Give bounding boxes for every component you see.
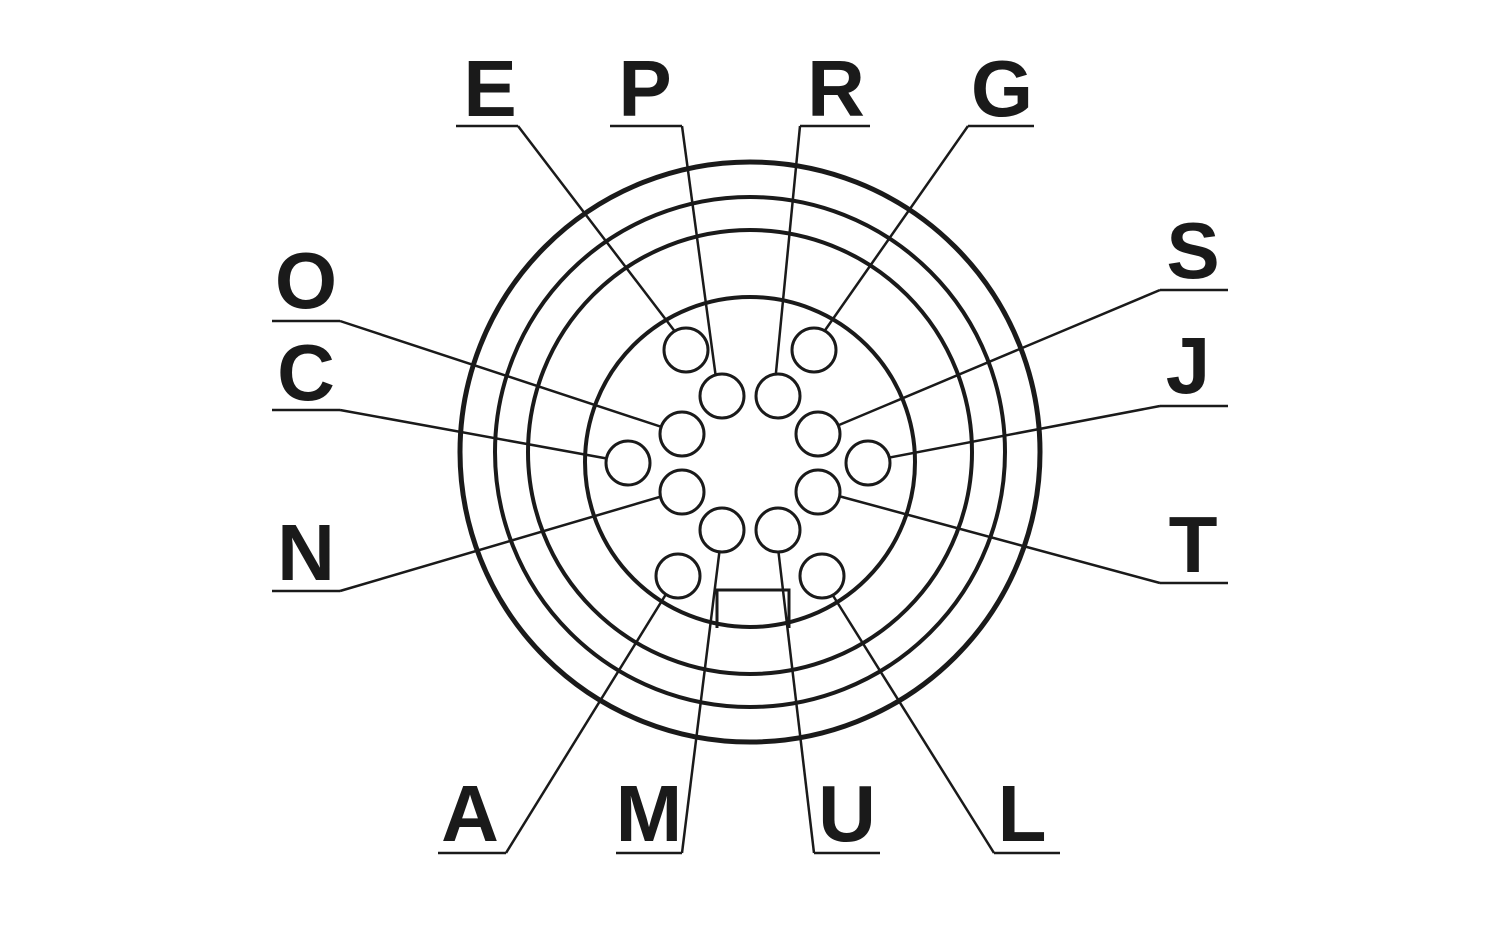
pin-label-r: R (807, 44, 865, 133)
pin-socket-g (790, 326, 838, 374)
pin-socket-p (698, 372, 746, 420)
leader-line-t (819, 489, 1161, 585)
pin-socket-l (798, 552, 846, 600)
leader-line-u (774, 530, 816, 854)
pin-socket-m (698, 506, 746, 554)
pin-label-j: J (1166, 321, 1211, 410)
pin-label-o: O (275, 236, 337, 325)
leader-line-p (680, 125, 720, 394)
keying-notch (715, 588, 791, 628)
pin-socket-a (654, 552, 702, 600)
inner-ring (583, 295, 917, 629)
pin-socket-e (662, 326, 710, 374)
leader-line-n (339, 489, 681, 593)
leader-line-g (812, 125, 970, 347)
third-ring (526, 228, 974, 676)
second-ring (493, 195, 1007, 709)
pin-label-c: C (277, 328, 335, 417)
pin-label-s: S (1166, 206, 1219, 295)
pin-socket-t (794, 468, 842, 516)
leader-line-j (865, 404, 1161, 464)
pin-sockets (604, 326, 892, 600)
pin-socket-n (658, 468, 706, 516)
pin-socket-s (794, 410, 842, 458)
pin-label-u: U (818, 769, 876, 858)
pin-socket-r (754, 372, 802, 420)
leader-line-s (819, 288, 1161, 435)
pin-socket-o (658, 410, 706, 458)
leader-line-m (680, 530, 724, 854)
pin-socket-u (754, 506, 802, 554)
leader-line-e (517, 125, 687, 347)
leader-line-r (772, 125, 802, 394)
pin-label-e: E (463, 44, 516, 133)
pin-socket-j (844, 439, 892, 487)
pin-label-g: G (971, 44, 1033, 133)
pin-socket-c (604, 439, 652, 487)
leader-line-a (504, 577, 678, 854)
pin-label-p: P (618, 44, 671, 133)
leader-line-c (339, 408, 627, 464)
leader-line-l (820, 577, 996, 854)
pin-label-n: N (277, 508, 335, 597)
pin-label-l: L (998, 769, 1047, 858)
pin-label-m: M (616, 769, 683, 858)
pin-label-t: T (1169, 500, 1218, 589)
label-underlines (272, 124, 1228, 855)
leader-lines (339, 125, 1161, 854)
pin-labels: E P R G S J T L U M A N C O (275, 44, 1220, 858)
outer-ring (457, 159, 1043, 745)
pin-label-a: A (441, 769, 499, 858)
leader-line-o (339, 319, 681, 435)
